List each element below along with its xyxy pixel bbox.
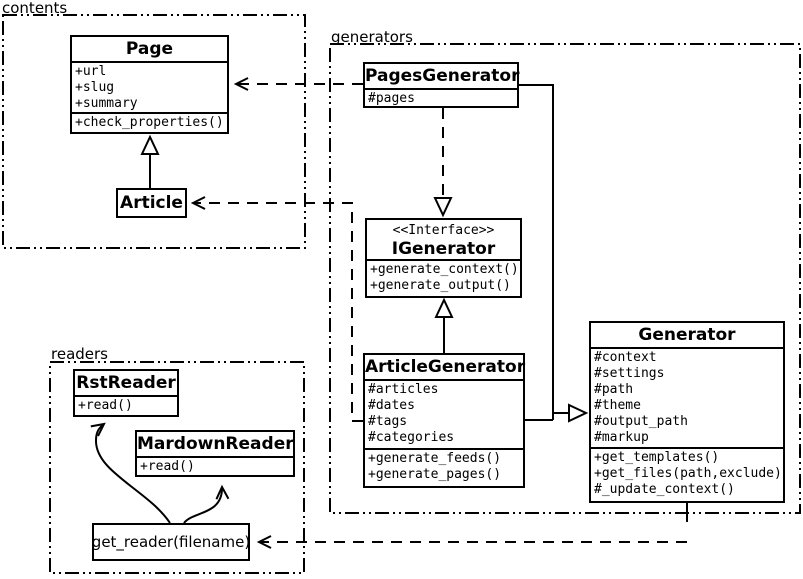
attribute: #articles (368, 382, 439, 397)
call-getreader-to-rstreader (90, 422, 171, 524)
class-methods-articlegenerator: +generate_feeds() +generate_pages() (365, 448, 523, 486)
method: +generate_pages() (368, 467, 502, 482)
method: +generate_context() (370, 262, 519, 277)
class-attributes-generator: #context #settings #path #theme #output_… (591, 347, 783, 447)
method: +read() (140, 459, 195, 474)
method: +generate_output() (370, 278, 511, 293)
class-box-rstreader: RstReader +read() (73, 369, 179, 417)
generalization-generators-to-generator-trunk (518, 84, 554, 421)
attribute: #settings (594, 366, 665, 381)
class-attributes-page: +url +slug +summary (72, 61, 227, 112)
class-box-page: Page +url +slug +summary +check_properti… (70, 35, 229, 134)
attribute: #path (594, 382, 634, 397)
package-label-generators: generators (331, 28, 413, 46)
class-box-generator: Generator #context #settings #path #them… (589, 321, 785, 503)
attribute: +slug (75, 80, 115, 95)
class-box-pagesgenerator: PagesGenerator #pages (363, 62, 519, 108)
package-label-contents: contents (2, 0, 68, 17)
package-border-contents (2, 14, 306, 249)
package-border-generators (329, 43, 801, 514)
attribute: #context (594, 350, 657, 365)
class-title-generator: Generator (638, 325, 736, 345)
call-getreader-to-mardownreader (183, 484, 230, 524)
method: #_update_context() (594, 482, 735, 497)
class-title-rstreader: RstReader (76, 373, 176, 393)
method: +get_files(path,exclude) (594, 466, 782, 481)
attribute: +summary (75, 96, 138, 111)
class-stereotype-igenerator: <<Interface>> (392, 223, 495, 238)
class-box-article: Article (116, 188, 187, 218)
dependency-articlegenerator-to-article (190, 196, 363, 422)
class-methods-rstreader: +read() (75, 395, 177, 415)
method: +read() (78, 398, 133, 413)
function-box-get-reader: get_reader(filename) (92, 523, 250, 561)
attribute: #tags (368, 414, 408, 429)
attribute: #output_path (594, 414, 688, 429)
class-title-article: Article (120, 193, 183, 213)
class-attributes-articlegenerator: #articles #dates #tags #categories (365, 379, 523, 448)
class-title-pagesgenerator: PagesGenerator (365, 66, 520, 86)
attribute: #theme (594, 398, 641, 413)
class-attributes-pagesgenerator: #pages (365, 88, 517, 106)
class-box-mardownreader: MardownReader +read() (135, 430, 295, 477)
class-methods-igenerator: +generate_context() +generate_output() (367, 259, 520, 296)
class-title-articlegenerator: ArticleGenerator (365, 357, 526, 377)
package-border-readers (49, 361, 305, 574)
attribute: #pages (368, 91, 415, 106)
class-methods-mardownreader: +read() (137, 456, 293, 475)
class-methods-page: +check_properties() (72, 112, 227, 132)
class-box-igenerator: <<Interface>> IGenerator +generate_conte… (365, 218, 522, 298)
attribute: #markup (594, 430, 649, 445)
attribute: +url (75, 64, 107, 79)
class-title-igenerator: IGenerator (391, 239, 496, 259)
method: +check_properties() (75, 115, 224, 130)
method: +get_templates() (594, 450, 720, 465)
package-label-readers: readers (51, 345, 108, 363)
class-box-articlegenerator: ArticleGenerator #articles #dates #tags … (363, 353, 525, 488)
class-methods-generator: +get_templates() +get_files(path,exclude… (591, 447, 783, 501)
attribute: #categories (368, 430, 455, 445)
attribute: #dates (368, 398, 415, 413)
class-title-page: Page (125, 39, 174, 59)
function-label-get-reader: get_reader(filename) (91, 533, 251, 551)
class-title-mardownreader: MardownReader (137, 434, 294, 454)
method: +generate_feeds() (368, 451, 502, 466)
class-header-igenerator: <<Interface>> IGenerator (367, 220, 520, 259)
